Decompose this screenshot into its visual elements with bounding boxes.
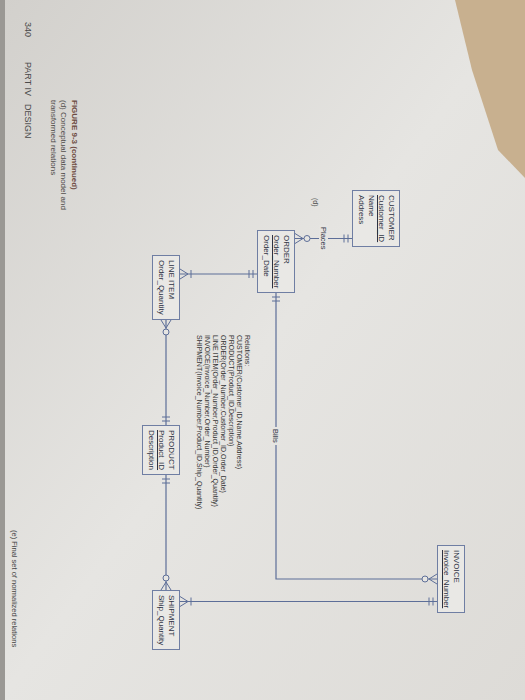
cardinality-mark	[162, 421, 170, 422]
part-heading: PART IV	[23, 62, 33, 96]
relationship-path	[180, 273, 257, 274]
relation-schema: INVOICE(Invoice_Number,Order_Number)	[203, 335, 211, 468]
cardinality-mark	[422, 576, 428, 582]
relationship-line	[272, 293, 437, 584]
relation-schema: LINE ITEM(Order_Number,Product_ID,Order_…	[211, 335, 219, 507]
next-panel-caption: (e) Final set of normalized relations	[10, 530, 19, 647]
panel-letter: (d)	[312, 198, 319, 207]
cardinality-mark	[295, 239, 303, 244]
attribute-name: Order_Quantity	[156, 260, 166, 315]
entity-box: PRODUCTProduct_IDDescription	[142, 425, 180, 475]
relationship-path	[165, 320, 166, 425]
cardinality-mark	[180, 602, 188, 607]
relationship-path	[276, 293, 437, 579]
part-heading: DESIGN	[23, 104, 33, 139]
cardinality-mark	[162, 483, 170, 484]
cardinality-mark	[180, 269, 188, 274]
relation-schema: ORDER(Order_Number,Customer_ID,Order_Dat…	[219, 335, 227, 493]
cardinality-mark	[344, 235, 345, 243]
cardinality-mark	[433, 598, 434, 606]
relationship-line	[161, 475, 171, 590]
caption-line: transformed relations	[49, 100, 58, 175]
cardinality-mark	[253, 270, 254, 278]
cardinality-mark	[166, 582, 171, 590]
cardinality-mark	[191, 270, 192, 278]
figure-caption: FIGURE 9-3 (continued)	[70, 100, 79, 190]
cardinality-mark	[180, 274, 188, 279]
cardinality-mark	[249, 270, 250, 278]
entity-name: ORDER	[281, 235, 291, 288]
attribute-name: Name	[366, 195, 376, 242]
relation-schema: Relations:	[243, 335, 251, 366]
attribute-name: Customer_ID	[376, 195, 386, 242]
relationship-path	[180, 601, 437, 602]
cardinality-mark	[163, 329, 169, 335]
cardinality-mark	[304, 236, 310, 242]
relationship-line	[180, 597, 437, 607]
attribute-name: Invoice_Number	[441, 550, 451, 608]
cardinality-mark	[429, 579, 437, 584]
entity-box: ORDEROrder_NumberOrder_Date	[257, 230, 295, 293]
attribute-name: Product_ID	[156, 430, 166, 470]
relationship-line	[180, 269, 257, 279]
cardinality-mark	[272, 297, 280, 298]
cardinality-mark	[161, 582, 166, 590]
attribute-name: Order_Number	[271, 235, 281, 288]
entity-name: LINE ITEM	[166, 260, 176, 315]
entity-name: SHIPMENT	[166, 595, 176, 645]
cardinality-mark	[166, 320, 171, 328]
cardinality-mark	[295, 234, 303, 239]
cardinality-mark	[348, 235, 349, 243]
relation-schema: CUSTOMER(Customer_ID,Name,Address)	[235, 335, 243, 469]
entity-box: SHIPMENTShip_Quantity	[152, 590, 180, 650]
relationship-line	[161, 320, 171, 425]
cardinality-mark	[429, 598, 430, 606]
attribute-name: Order_Date	[261, 235, 271, 288]
entity-name: PRODUCT	[166, 430, 176, 470]
attribute-name: Ship_Quantity	[156, 595, 166, 645]
caption-line: (d) Conceptual data model and	[59, 100, 68, 210]
cardinality-mark	[272, 301, 280, 302]
cardinality-mark	[429, 574, 437, 579]
cardinality-mark	[191, 598, 192, 606]
entity-box: LINE ITEMOrder_Quantity	[152, 255, 180, 320]
entity-name: CUSTOMER	[386, 195, 396, 242]
entity-name: INVOICE	[451, 550, 461, 608]
attribute-name: Address	[356, 195, 366, 242]
relationship-path	[165, 475, 166, 590]
table-surface	[455, 0, 525, 178]
relationship-name: Places	[319, 225, 328, 252]
cardinality-mark	[180, 597, 188, 602]
relation-schema: SHIPMENT(Invoice_Number,Product_ID,Ship_…	[195, 335, 203, 509]
cardinality-mark	[162, 479, 170, 480]
relation-schema: PRODUCT(Product_ID,Description)	[227, 335, 235, 446]
cardinality-mark	[163, 575, 169, 581]
page-number: 340	[23, 22, 33, 37]
cardinality-mark	[161, 320, 166, 328]
relationship-name: Bills	[272, 427, 281, 445]
attribute-name: Description	[146, 430, 156, 470]
entity-box: INVOICEInvoice_Number	[437, 545, 465, 613]
cardinality-mark	[162, 417, 170, 418]
entity-box: CUSTOMERCustomer_IDNameAddress	[352, 190, 400, 247]
page-gutter	[0, 0, 5, 700]
